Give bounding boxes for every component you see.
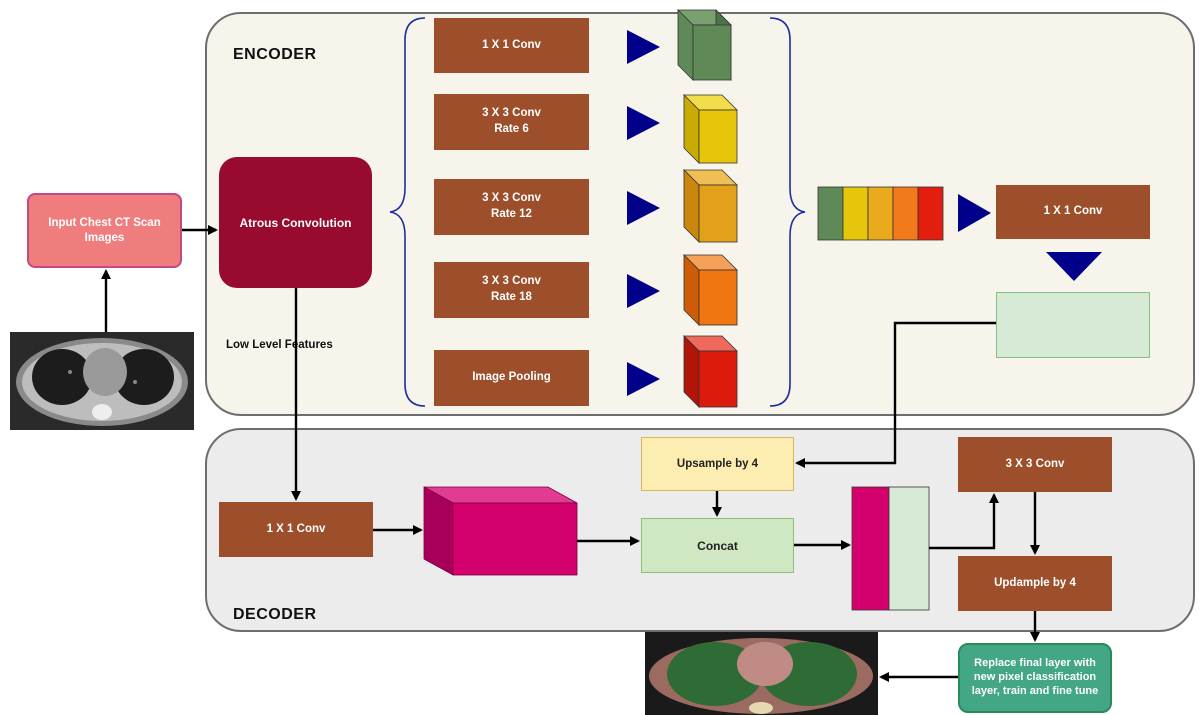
segmented-output-image	[645, 632, 878, 715]
replace-final-layer-box: Replace final layer with new pixel class…	[958, 643, 1112, 713]
right-brace	[769, 17, 806, 407]
branch-arrow-3	[627, 191, 660, 225]
branch-arrow-1	[627, 30, 660, 64]
branch-conv-1x1: 1 X 1 Conv	[434, 18, 589, 73]
stack-to-conv-arrow	[958, 194, 991, 232]
encoder-title: ENCODER	[233, 46, 317, 63]
input-box: Input Chest CT Scan Images	[27, 193, 182, 268]
left-brace	[389, 17, 426, 407]
cube-yellow	[683, 94, 738, 164]
upsample-block: Upsample by 4	[641, 437, 794, 491]
low-level-features-label: Low Level Features	[226, 339, 333, 351]
arrow-feature-to-upsample	[795, 321, 996, 468]
branch-conv-rate18: 3 X 3 Conv Rate 18	[434, 262, 589, 318]
cube-green	[677, 9, 732, 81]
branch-image-pooling: Image Pooling	[434, 350, 589, 406]
concat-block: Concat	[641, 518, 794, 573]
cube-orange	[683, 254, 738, 326]
branch-arrow-5	[627, 362, 660, 396]
feature-stack	[817, 186, 944, 241]
branch-arrow-2	[627, 106, 660, 140]
arrow-stack-to-conv3	[929, 493, 999, 550]
branch-arrow-4	[627, 274, 660, 308]
cube-red	[683, 335, 738, 408]
encoder-output-feature	[996, 292, 1150, 358]
atrous-convolution-block: Atrous Convolution	[219, 157, 372, 288]
branch-conv-rate6: 3 X 3 Conv Rate 6	[434, 94, 589, 150]
decoder-upsample-block: Updample by 4	[958, 556, 1112, 611]
decoder-feature-cube	[423, 486, 578, 576]
branch-conv-rate12: 3 X 3 Conv Rate 12	[434, 179, 589, 235]
decoder-conv-1x1: 1 X 1 Conv	[219, 502, 373, 557]
post-conv-1x1: 1 X 1 Conv	[996, 185, 1150, 239]
conv-to-feature-arrow	[1046, 252, 1102, 281]
decoder-title: DECODER	[233, 606, 317, 623]
decoder-conv-3x3: 3 X 3 Conv	[958, 437, 1112, 492]
concat-result-stack	[851, 486, 930, 611]
ct-scan-image	[10, 332, 194, 430]
cube-amber	[683, 169, 738, 243]
